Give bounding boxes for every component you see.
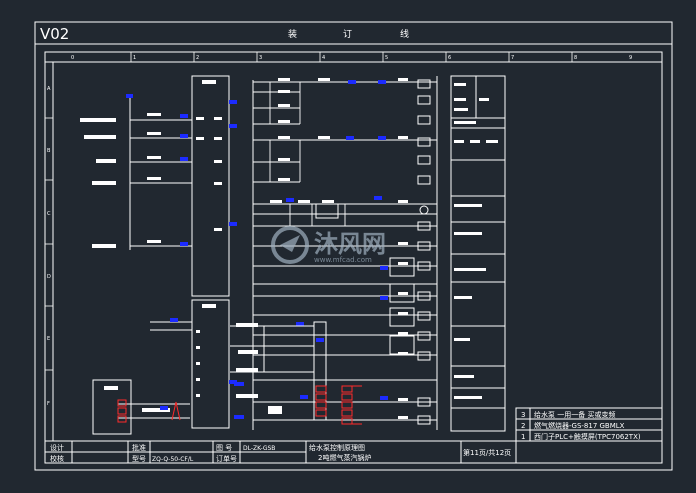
binding-char-1: 装	[288, 28, 297, 40]
field-device-labels	[104, 386, 170, 412]
watermark-brand: 沐风网	[314, 230, 386, 258]
lower-block-labels	[236, 323, 282, 414]
column-label: 5	[385, 55, 388, 61]
terminal-strip	[315, 385, 362, 425]
title-block	[45, 440, 662, 463]
revision-text: 燃气燃烧器-GS-817 GBMLX	[534, 421, 625, 430]
input-tags	[126, 94, 188, 246]
revision-text: 西门子PLC+触摸屏(TPC7062TX)	[534, 432, 641, 441]
drawing-no-label: 图 号	[216, 444, 232, 452]
drawing-subtitle: 2吨燃气蒸汽锅炉	[318, 453, 371, 462]
right-info-panel	[450, 75, 506, 432]
revision-no: 3	[521, 411, 525, 419]
row-label: D	[47, 274, 51, 280]
column-label: 2	[196, 55, 199, 61]
right-panel-labels	[454, 83, 498, 399]
plc-module-labels	[196, 80, 222, 397]
input-wiring	[129, 98, 192, 250]
binding-char-2: 订	[343, 29, 352, 40]
column-label: 0	[71, 55, 74, 61]
row-label: A	[47, 86, 51, 92]
design-label: 设计	[50, 443, 64, 452]
model-value: ZQ-Q-50-CF/L	[152, 456, 194, 463]
column-ruler	[130, 52, 573, 62]
binding-char-3: 线	[400, 28, 409, 40]
field-device-tags	[160, 318, 178, 410]
watermark-url: www.mfcad.com	[314, 256, 372, 264]
row-label: E	[47, 336, 50, 342]
column-label: 9	[629, 55, 632, 61]
drawing-no-value: DL-ZK-GSB	[243, 445, 275, 452]
column-label: 4	[322, 55, 325, 61]
revision-no: 2	[521, 422, 525, 430]
input-contacts	[147, 113, 161, 243]
drawing-frame	[34, 21, 673, 471]
row-label: F	[47, 401, 50, 407]
row-label: B	[47, 148, 51, 154]
column-label: 7	[511, 55, 514, 61]
watermark-logo-icon	[271, 226, 309, 264]
column-label: 3	[259, 55, 262, 61]
column-label: 8	[574, 55, 577, 61]
check-label: 校核	[50, 454, 64, 463]
field-device-terminals	[117, 399, 181, 423]
order-label: 订单号	[216, 454, 237, 463]
plc-input-module	[191, 75, 230, 429]
approve-label: 批准	[132, 443, 146, 452]
page-number: 第11页/共12页	[463, 448, 511, 457]
plc-module-tags	[229, 100, 237, 384]
relay-tags	[234, 80, 388, 419]
revision-text: 给水泵 一用一备 买或变频	[534, 410, 615, 419]
drawing-title: 给水泵控制原理图	[309, 443, 365, 452]
row-label: C	[47, 211, 51, 217]
row-ruler	[45, 117, 53, 371]
watermark: 沐风网 www.mfcad.com	[271, 226, 386, 264]
ladder-rungs	[253, 81, 437, 421]
revision-no: 1	[521, 433, 525, 441]
column-label: 6	[448, 55, 451, 61]
input-labels	[80, 118, 116, 248]
column-label: 1	[133, 55, 136, 61]
field-device-block	[92, 321, 192, 435]
relay-coils	[315, 79, 431, 425]
model-label: 型号	[132, 454, 146, 463]
motor-units	[389, 257, 415, 355]
version-label: V02	[40, 25, 69, 43]
